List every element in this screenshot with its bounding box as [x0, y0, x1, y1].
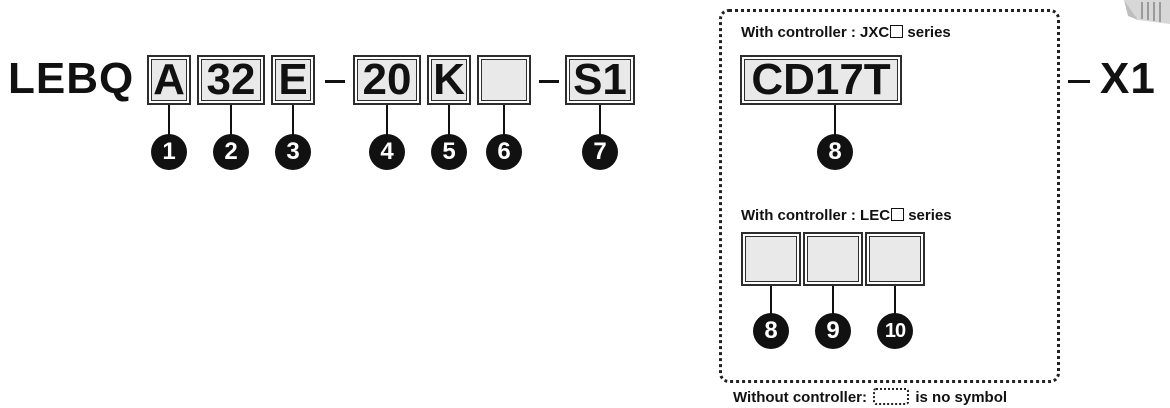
hyphen-2	[539, 80, 559, 83]
blank-square-icon	[891, 208, 905, 221]
marker-5: 5	[431, 134, 467, 170]
dotted-frame-icon	[873, 388, 910, 405]
marker-stem-7	[599, 105, 601, 143]
footer-note-before: Without controller:	[733, 389, 868, 406]
segment-box-2: 32	[197, 55, 265, 105]
marker-8a: 8	[817, 134, 853, 170]
marker-8b: 8	[753, 313, 789, 349]
controller-options-region	[719, 9, 1060, 383]
marker-1: 1	[151, 134, 187, 170]
segment-box-3: E	[271, 55, 315, 105]
marker-stem-10	[894, 286, 896, 322]
marker-stem-5	[448, 105, 450, 143]
marker-stem-4	[386, 105, 388, 143]
jxc-label-text: With controller : JXC	[741, 24, 890, 41]
lec-box-2	[803, 232, 863, 286]
marker-stem-8a	[834, 105, 836, 143]
segment-box-6	[477, 55, 531, 105]
jxc-label-suffix: series	[907, 24, 951, 41]
lec-box-3	[865, 232, 925, 286]
segment-box-7: S1	[565, 55, 635, 105]
marker-4: 4	[369, 134, 405, 170]
jxc-section-label: With controller : JXC series	[741, 24, 951, 41]
lec-label-text: With controller : LEC	[741, 207, 891, 224]
marker-stem-9	[832, 286, 834, 322]
marker-stem-2	[230, 105, 232, 143]
hyphen-1	[325, 80, 345, 83]
lec-box-1	[741, 232, 801, 286]
marker-2: 2	[213, 134, 249, 170]
lec-label-suffix: series	[908, 207, 952, 224]
marker-3: 3	[275, 134, 311, 170]
model-suffix: X1	[1100, 54, 1156, 103]
segment-box-5: K	[427, 55, 471, 105]
footer-note: Without controller: is no symbol	[733, 388, 1007, 406]
marker-10: 10	[877, 313, 913, 349]
hyphen-3	[1068, 80, 1090, 83]
marker-9: 9	[815, 313, 851, 349]
segment-box-1: A	[147, 55, 191, 105]
lec-section-label: With controller : LEC series	[741, 207, 952, 224]
segment-box-4: 20	[353, 55, 421, 105]
marker-stem-3	[292, 105, 294, 143]
footer-note-after: is no symbol	[915, 389, 1008, 406]
model-prefix: LEBQ	[8, 54, 135, 103]
marker-7: 7	[582, 134, 618, 170]
marker-stem-6	[503, 105, 505, 143]
marker-stem-1	[168, 105, 170, 143]
marker-stem-8b	[770, 286, 772, 322]
jxc-code-box: CD17T	[740, 55, 902, 105]
marker-6: 6	[486, 134, 522, 170]
product-image	[1124, 0, 1170, 24]
blank-square-icon	[890, 25, 904, 38]
